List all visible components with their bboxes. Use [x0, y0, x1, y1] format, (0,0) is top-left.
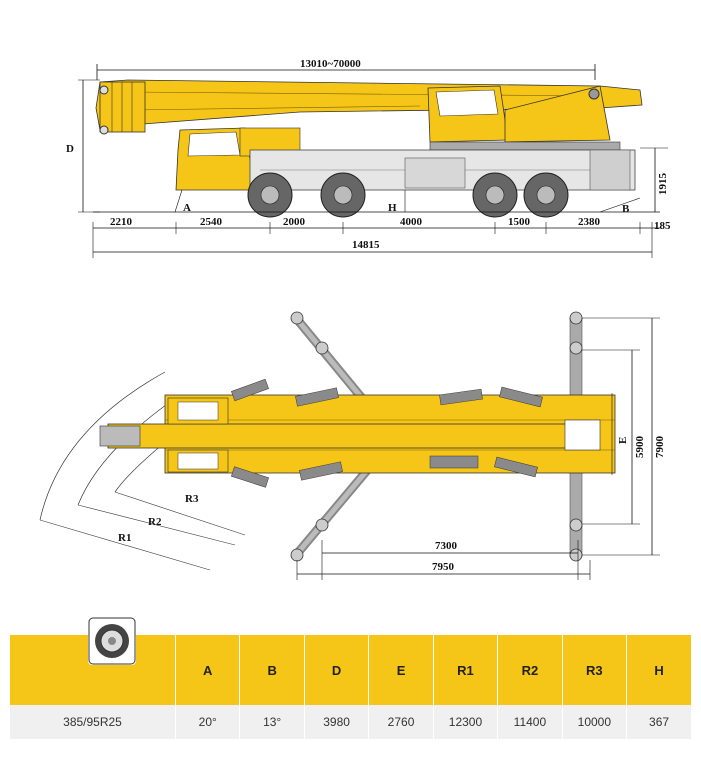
top-view: R1 R2 R3 [39, 311, 666, 580]
cell-tire-size: 385/95R25 [10, 705, 176, 739]
span-5900-label: 5900 [634, 436, 646, 459]
header-a: A [174, 635, 240, 705]
table-row: 385/95R25 20° 13° 3980 2760 12300 11400 … [10, 705, 691, 739]
cell-a: 20° [174, 705, 240, 739]
seg-1500: 1500 [508, 216, 531, 228]
cell-h: 367 [626, 705, 691, 739]
b-label: B [622, 203, 630, 215]
cell-r1: 12300 [432, 705, 498, 739]
header-h: H [626, 635, 691, 705]
side-view: 13010~70000 D [66, 58, 671, 258]
seg-4000: 4000 [400, 216, 423, 228]
a-label: A [183, 202, 191, 214]
header-e: E [368, 635, 434, 705]
carrier-wheels [247, 172, 569, 218]
header-r3: R3 [561, 635, 627, 705]
cell-d: 3980 [303, 705, 369, 739]
spec-table: A B D E R1 R2 R3 H 385/95R25 20° 13° 398… [10, 617, 691, 739]
cell-r3: 10000 [561, 705, 627, 739]
seg-2210: 2210 [110, 216, 133, 228]
seg-2540: 2540 [200, 216, 223, 228]
boom-length-label: 13010~70000 [300, 58, 361, 70]
r1-label: R1 [118, 532, 131, 544]
height-1915-label: 1915 [657, 173, 669, 196]
d-label: D [66, 143, 74, 155]
tire-header-cell [10, 617, 176, 705]
header-d: D [303, 635, 369, 705]
seg-185: 185 [654, 220, 671, 232]
width-7300-label: 7300 [435, 540, 458, 552]
cell-r2: 11400 [497, 705, 563, 739]
total-length-label: 14815 [352, 239, 380, 251]
header-r1: R1 [432, 635, 498, 705]
cell-e: 2760 [368, 705, 434, 739]
r3-label: R3 [185, 493, 199, 505]
seg-2000: 2000 [283, 216, 306, 228]
cell-b: 13° [239, 705, 305, 739]
span-7900-label: 7900 [654, 436, 666, 459]
h-label: H [388, 202, 397, 214]
tire-icon [88, 617, 136, 665]
header-r2: R2 [497, 635, 563, 705]
width-7950-label: 7950 [432, 561, 455, 573]
seg-2380: 2380 [578, 216, 601, 228]
e-label: E [617, 437, 629, 444]
header-b: B [239, 635, 305, 705]
r2-label: R2 [148, 516, 162, 528]
table-header-row: A B D E R1 R2 R3 H [10, 617, 691, 705]
